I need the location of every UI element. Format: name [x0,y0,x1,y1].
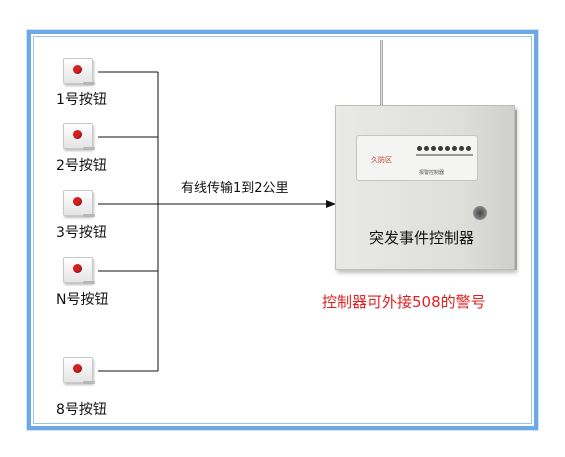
button-label-8: 8号按钮 [56,402,107,418]
button-red-dot-icon [73,130,82,139]
key-icon [83,82,95,85]
button-label-1: 1号按钮 [56,92,107,108]
emergency-button-2 [63,123,95,150]
key-icon [83,214,95,217]
led-caption-mark [451,154,459,156]
led-indicator-icon [438,146,443,151]
antenna-icon [380,40,383,106]
wire-arrowhead [326,200,336,208]
button-red-dot-icon [73,264,82,273]
key-icon [83,381,95,384]
led-indicator-icon [445,146,450,151]
led-caption-mark [430,154,438,156]
lock-icon [473,206,487,220]
led-indicator-icon [417,146,422,151]
controller-device [335,105,515,270]
emergency-button-3 [63,190,95,217]
button-label-2: 2号按钮 [56,158,107,174]
inner-frame [33,36,532,424]
led-caption-mark [458,154,466,156]
controller-subtitle: 报警控制器 [419,170,445,176]
key-icon [83,281,95,284]
led-indicator-icon [431,146,436,151]
led-caption-mark [423,154,431,156]
controller-display: 久防区 报警控制器 [356,135,478,181]
led-indicator-icon [459,146,464,151]
button-label-3: 3号按钮 [56,225,107,241]
led-indicator-icon [452,146,457,151]
led-caption-mark [437,154,445,156]
button-red-dot-icon [73,65,82,74]
note-text: 控制器可外接508的警号 [322,293,486,311]
emergency-button-8 [63,357,95,384]
button-red-dot-icon [73,364,82,373]
led-indicator-icon [466,146,471,151]
key-icon [83,147,95,150]
emergency-button-1 [63,58,95,85]
emergency-button-n [63,257,95,284]
controller-brand: 久防区 [371,156,392,164]
led-caption-mark [444,154,452,156]
led-indicator-icon [424,146,429,151]
button-red-dot-icon [73,197,82,206]
led-caption-mark [465,154,473,156]
led-caption-mark [416,154,424,156]
connection-label: 有线传输1到2公里 [181,181,289,196]
button-label-n: N号按钮 [56,292,109,308]
outer-frame [27,30,538,430]
controller-caption: 突发事件控制器 [369,229,475,247]
